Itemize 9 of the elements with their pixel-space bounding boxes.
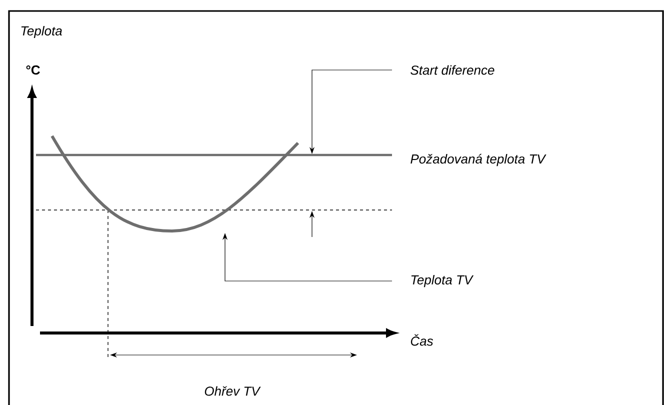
callout-text: Start diference — [410, 65, 494, 75]
axis-label: Teplota — [21, 26, 62, 38]
axis-label: Ohřev TV — [204, 386, 261, 396]
axis-label: Čas — [410, 334, 434, 346]
temperature-curve — [50, 135, 300, 232]
callout-text: Teplota TV — [411, 274, 474, 288]
axis-label: Požadovaná teplota TV — [410, 154, 546, 166]
setpoint-line — [36, 154, 392, 156]
axis-label: °C — [26, 65, 40, 75]
